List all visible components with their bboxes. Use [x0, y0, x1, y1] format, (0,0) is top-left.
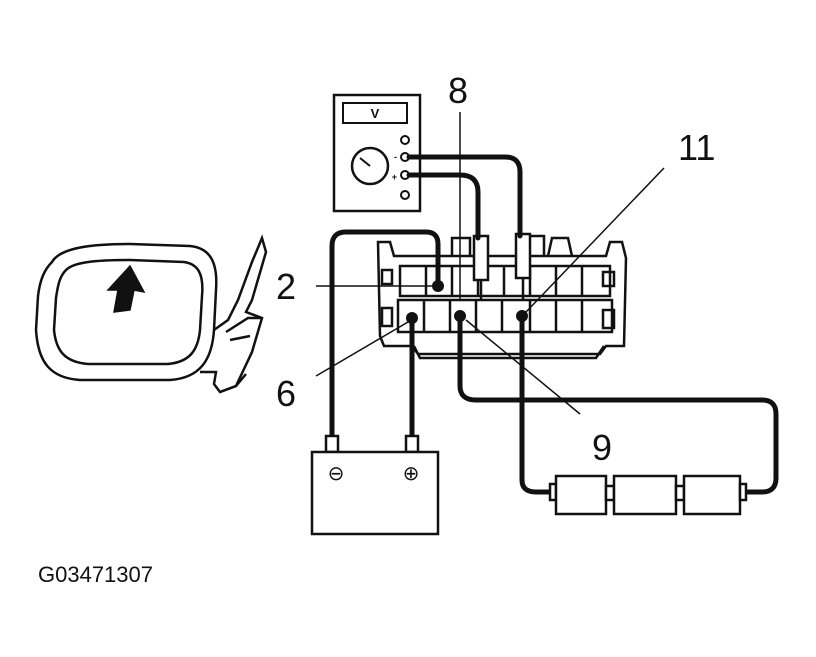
battery-pack: [548, 474, 748, 516]
callout-11: 11: [678, 127, 715, 168]
callout-8: 8: [448, 70, 468, 111]
figure-code: G03471307: [38, 562, 153, 587]
battery-negative-symbol: ⊖: [328, 461, 345, 485]
voltmeter-minus-label: -: [394, 152, 397, 162]
voltmeter: [332, 93, 422, 213]
car-battery: [310, 434, 440, 536]
callout-9: 9: [592, 427, 612, 468]
test-probes: [472, 232, 532, 300]
arrow-up-icon: [106, 264, 146, 313]
terminal-dots: [406, 280, 528, 324]
callout-6: 6: [276, 373, 296, 414]
voltmeter-display-label: V: [371, 106, 380, 121]
voltmeter-plus-label: +: [392, 172, 397, 182]
leader-lines: [315, 112, 665, 415]
mirror-connector: [376, 234, 628, 360]
side-mirror-illustration: [34, 234, 268, 394]
callout-2: 2: [276, 266, 296, 307]
battery-positive-symbol: ⊕: [403, 461, 420, 485]
